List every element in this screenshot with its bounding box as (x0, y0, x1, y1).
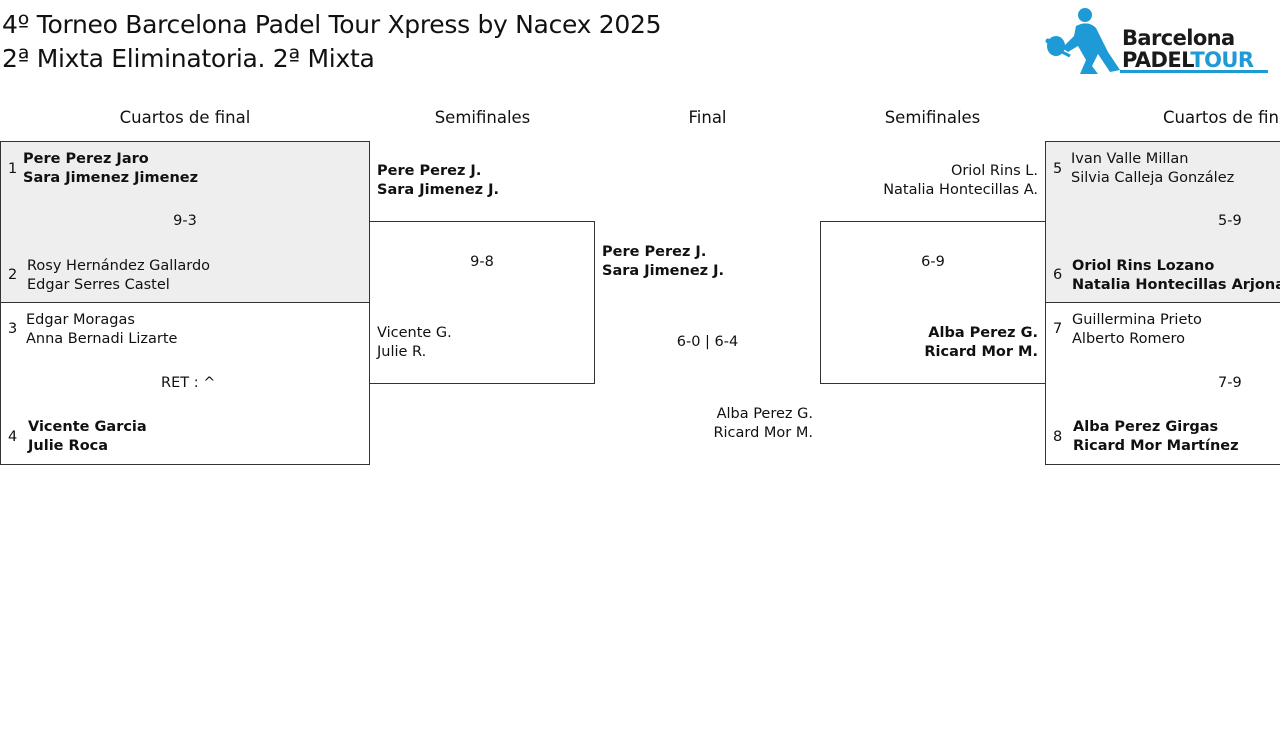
logo-word-tour: TOUR (1190, 48, 1254, 72)
barcelona-padel-tour-logo[interactable] (1040, 4, 1272, 78)
player-name: Vicente G. (377, 325, 452, 341)
player-name: Ivan Valle Millan (1071, 151, 1189, 167)
match-right-quarter-1[interactable]: 5 Ivan Valle Millan Silvia Calleja Gonzá… (1045, 141, 1280, 303)
player-name: Vicente Garcia (28, 419, 147, 435)
player-name: Pere Perez J. (602, 244, 707, 260)
match-score: 9-3 (173, 213, 197, 229)
team-pair[interactable]: Vicente G. Julie R. (377, 324, 452, 362)
player-name: Alba Perez G. (716, 406, 813, 422)
match-left-quarter-1[interactable]: 1 Pere Perez Jaro Sara Jimenez Jimenez 9… (0, 141, 370, 303)
player-name: Sara Jimenez Jimenez (23, 170, 199, 186)
round-header-left-quarters: Cuartos de final (119, 108, 251, 127)
round-header-right-semis: Semifinales (884, 108, 981, 127)
player-name: Rosy Hernández Gallardo (27, 258, 211, 274)
seed-number: 7 (1053, 321, 1063, 337)
team-pair[interactable]: Guillermina Prieto Alberto Romero (1072, 311, 1202, 349)
logo-underline (1120, 70, 1268, 73)
player-name: Ricard Mor M. (713, 425, 813, 441)
round-header-final: Final (688, 108, 727, 127)
player-name: Silvia Calleja González (1071, 170, 1235, 186)
seed-number: 6 (1053, 267, 1063, 283)
match-left-quarter-2[interactable]: 3 Edgar Moragas Anna Bernadi Lizarte RET… (0, 302, 370, 465)
team-pair-winner[interactable]: Alba Perez G. Ricard Mor M. (821, 324, 1038, 362)
logo-word-padel: PADEL (1122, 48, 1191, 72)
match-right-semifinal[interactable]: 6-9 Alba Perez G. Ricard Mor M. (820, 221, 1046, 384)
player-name: Sara Jimenez J. (377, 182, 500, 198)
player-name: Ricard Mor M. (924, 344, 1038, 360)
round-header-left-semis: Semifinales (434, 108, 531, 127)
team-pair[interactable]: Ivan Valle Millan Silvia Calleja Gonzále… (1071, 150, 1234, 188)
team-pair-winner[interactable]: Alba Perez Girgas Ricard Mor Martínez (1073, 418, 1239, 456)
match-score: 5-9 (1218, 213, 1242, 229)
team-pair[interactable]: Oriol Rins L. Natalia Hontecillas A. (820, 162, 1038, 200)
seed-number: 2 (8, 267, 18, 283)
team-pair[interactable]: Edgar Moragas Anna Bernadi Lizarte (26, 311, 177, 349)
seed-number: 5 (1053, 161, 1063, 177)
player-name: Alba Perez G. (928, 325, 1038, 341)
player-name: Alberto Romero (1072, 331, 1186, 347)
match-score: 7-9 (1218, 375, 1242, 391)
player-name: Oriol Rins Lozano (1072, 258, 1215, 274)
category-title: 2ª Mixta Eliminatoria. 2ª Mixta (2, 44, 375, 73)
seed-number: 8 (1053, 429, 1063, 445)
logo-wordmark: Barcelona PADELTOUR (1122, 26, 1254, 73)
player-name: Sara Jimenez J. (602, 263, 725, 279)
player-name: Alba Perez Girgas (1073, 419, 1219, 435)
padel-player-icon (1045, 8, 1120, 74)
match-score: RET : ^ (161, 375, 216, 391)
player-name: Edgar Moragas (26, 312, 135, 328)
seed-number: 3 (8, 321, 18, 337)
match-right-quarter-2[interactable]: 7 Guillermina Prieto Alberto Romero 7-9 … (1045, 302, 1280, 465)
team-pair-winner[interactable]: Pere Perez Jaro Sara Jimenez Jimenez (23, 150, 198, 188)
player-name: Oriol Rins L. (950, 163, 1038, 179)
seed-number: 1 (8, 161, 18, 177)
team-pair[interactable]: Alba Perez G. Ricard Mor M. (595, 405, 813, 443)
match-score: 6-9 (921, 254, 945, 270)
player-name: Ricard Mor Martínez (1073, 438, 1239, 454)
player-name: Pere Perez J. (377, 163, 482, 179)
logo-word-barcelona: Barcelona (1122, 26, 1235, 50)
player-name: Natalia Hontecillas Arjona (1072, 277, 1280, 293)
player-name: Natalia Hontecillas A. (883, 182, 1038, 198)
team-pair-winner[interactable]: Pere Perez J. Sara Jimenez J. (602, 243, 724, 281)
round-header-right-quarters: Cuartos de final (1163, 108, 1280, 127)
team-pair-winner[interactable]: Vicente Garcia Julie Roca (28, 418, 147, 456)
player-name: Guillermina Prieto (1072, 312, 1202, 328)
page-title: 4º Torneo Barcelona Padel Tour Xpress by… (2, 8, 662, 76)
team-pair-winner[interactable]: Oriol Rins Lozano Natalia Hontecillas Ar… (1072, 257, 1280, 295)
match-left-semifinal[interactable]: 9-8 Vicente G. Julie R. (369, 221, 595, 384)
player-name: Julie R. (377, 344, 427, 360)
player-name: Edgar Serres Castel (27, 277, 170, 293)
player-name: Pere Perez Jaro (23, 151, 149, 167)
team-pair-winner[interactable]: Pere Perez J. Sara Jimenez J. (377, 162, 499, 200)
team-pair[interactable]: Rosy Hernández Gallardo Edgar Serres Cas… (27, 257, 210, 295)
player-name: Julie Roca (28, 438, 109, 454)
player-name: Anna Bernadi Lizarte (26, 331, 178, 347)
seed-number: 4 (8, 429, 18, 445)
tournament-title: 4º Torneo Barcelona Padel Tour Xpress by… (2, 10, 662, 39)
match-score: 9-8 (470, 254, 494, 270)
final-score: 6-0 | 6-4 (676, 334, 739, 350)
